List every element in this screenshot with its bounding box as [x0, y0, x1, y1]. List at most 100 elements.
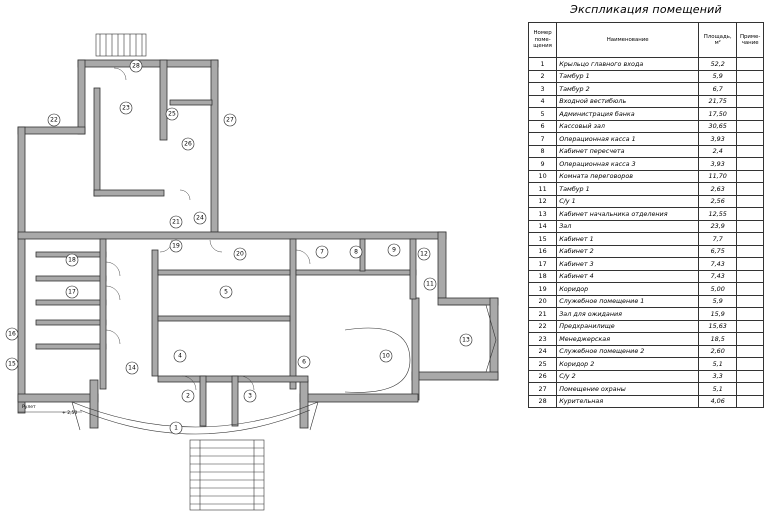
room-name-cell: Крыльцо главного входа [556, 57, 700, 71]
room-note-cell [736, 119, 764, 133]
room-name-cell: С/у 2 [556, 369, 700, 383]
room-area-cell: 15,63 [698, 319, 738, 333]
svg-text:27: 27 [226, 117, 234, 124]
explication-table: Номер поме-щения Наименование Площадь, м… [527, 22, 764, 408]
room-name-cell: Тамбур 1 [556, 69, 700, 83]
room-name-cell: Тамбур 1 [556, 182, 700, 196]
room-name-cell: Кассовый зал [556, 119, 700, 133]
room-note-cell [736, 344, 764, 358]
room-note-cell [736, 244, 764, 258]
room-note-cell [736, 182, 764, 196]
room-name-cell: Тамбур 2 [556, 82, 700, 96]
svg-text:15: 15 [8, 361, 16, 368]
room-label-13: 13 [459, 333, 473, 347]
svg-text:13: 13 [462, 337, 470, 344]
svg-text:Рулет: Рулет [22, 404, 36, 410]
room-number-cell: 24 [527, 344, 558, 358]
room-label-7: 7 [315, 245, 329, 259]
room-label-22: 22 [47, 113, 61, 127]
room-number-cell: 6 [527, 119, 558, 133]
svg-text:+ 2,50: + 2,50 [62, 410, 77, 416]
room-name-cell: Администрация банка [556, 107, 700, 121]
room-note-cell [736, 207, 764, 221]
room-area-cell: 5,1 [698, 382, 738, 396]
room-number-cell: 25 [527, 357, 558, 371]
room-note-cell [736, 132, 764, 146]
room-number-cell: 18 [527, 269, 558, 283]
room-label-18: 18 [65, 253, 79, 267]
room-area-cell: 3,93 [698, 157, 738, 171]
room-label-24: 24 [193, 211, 207, 225]
room-note-cell [736, 94, 764, 108]
svg-text:5: 5 [224, 289, 228, 296]
room-name-cell: Операционная касса 3 [556, 157, 700, 171]
svg-text:8: 8 [354, 249, 358, 256]
room-name-cell: Зал для ожидания [556, 307, 700, 321]
room-number-cell: 9 [527, 157, 558, 171]
room-area-cell: 15,9 [698, 307, 738, 321]
room-name-cell: Менеджерская [556, 332, 700, 346]
svg-text:12: 12 [420, 251, 428, 258]
room-number-cell: 11 [527, 182, 558, 196]
room-area-cell: 17,50 [698, 107, 738, 121]
table-title: Экспликация помещений [570, 3, 722, 16]
room-name-cell: Служебное помещение 2 [556, 344, 700, 358]
room-note-cell [736, 369, 764, 383]
room-area-cell: 52,2 [698, 57, 738, 71]
room-name-cell: Предхранилище [556, 319, 700, 333]
room-name-cell: С/у 1 [556, 194, 700, 208]
header-area: Площадь, м² [698, 22, 738, 58]
room-note-cell [736, 57, 764, 71]
room-name-cell: Помещение охраны [556, 382, 700, 396]
room-name-cell: Кабинет 2 [556, 244, 700, 258]
room-label-28: 28 [129, 59, 143, 73]
room-number-cell: 23 [527, 332, 558, 346]
room-area-cell: 5,00 [698, 282, 738, 296]
room-label-15: 15 [5, 357, 19, 371]
room-note-cell [736, 357, 764, 371]
room-label-25: 25 [165, 107, 179, 121]
room-note-cell [736, 307, 764, 321]
room-area-cell: 2,63 [698, 182, 738, 196]
room-note-cell [736, 219, 764, 233]
room-name-cell: Служебное помещение 1 [556, 294, 700, 308]
room-area-cell: 5,1 [698, 357, 738, 371]
room-note-cell [736, 394, 764, 408]
room-number-cell: 4 [527, 94, 558, 108]
room-area-cell: 5,9 [698, 69, 738, 83]
room-area-cell: 21,75 [698, 94, 738, 108]
room-area-cell: 4,06 [698, 394, 738, 408]
room-area-cell: 12,55 [698, 207, 738, 221]
room-area-cell: 2,4 [698, 144, 738, 158]
room-label-23: 23 [119, 101, 133, 115]
room-name-cell: Зал [556, 219, 700, 233]
room-name-cell: Кабинет 1 [556, 232, 700, 246]
room-note-cell [736, 282, 764, 296]
svg-text:16: 16 [8, 331, 16, 338]
svg-text:20: 20 [236, 251, 244, 258]
room-area-cell: 2,60 [698, 344, 738, 358]
room-number-cell: 20 [527, 294, 558, 308]
room-area-cell: 30,65 [698, 119, 738, 133]
room-name-cell: Кабинет 3 [556, 257, 700, 271]
room-number-cell: 2 [527, 69, 558, 83]
svg-text:19: 19 [172, 243, 180, 250]
room-label-8: 8 [349, 245, 363, 259]
room-label-16: 16 [5, 327, 19, 341]
room-label-1: 1 [169, 421, 183, 435]
room-label-21: 21 [169, 215, 183, 229]
room-label-19: 19 [169, 239, 183, 253]
walls [17, 59, 499, 429]
